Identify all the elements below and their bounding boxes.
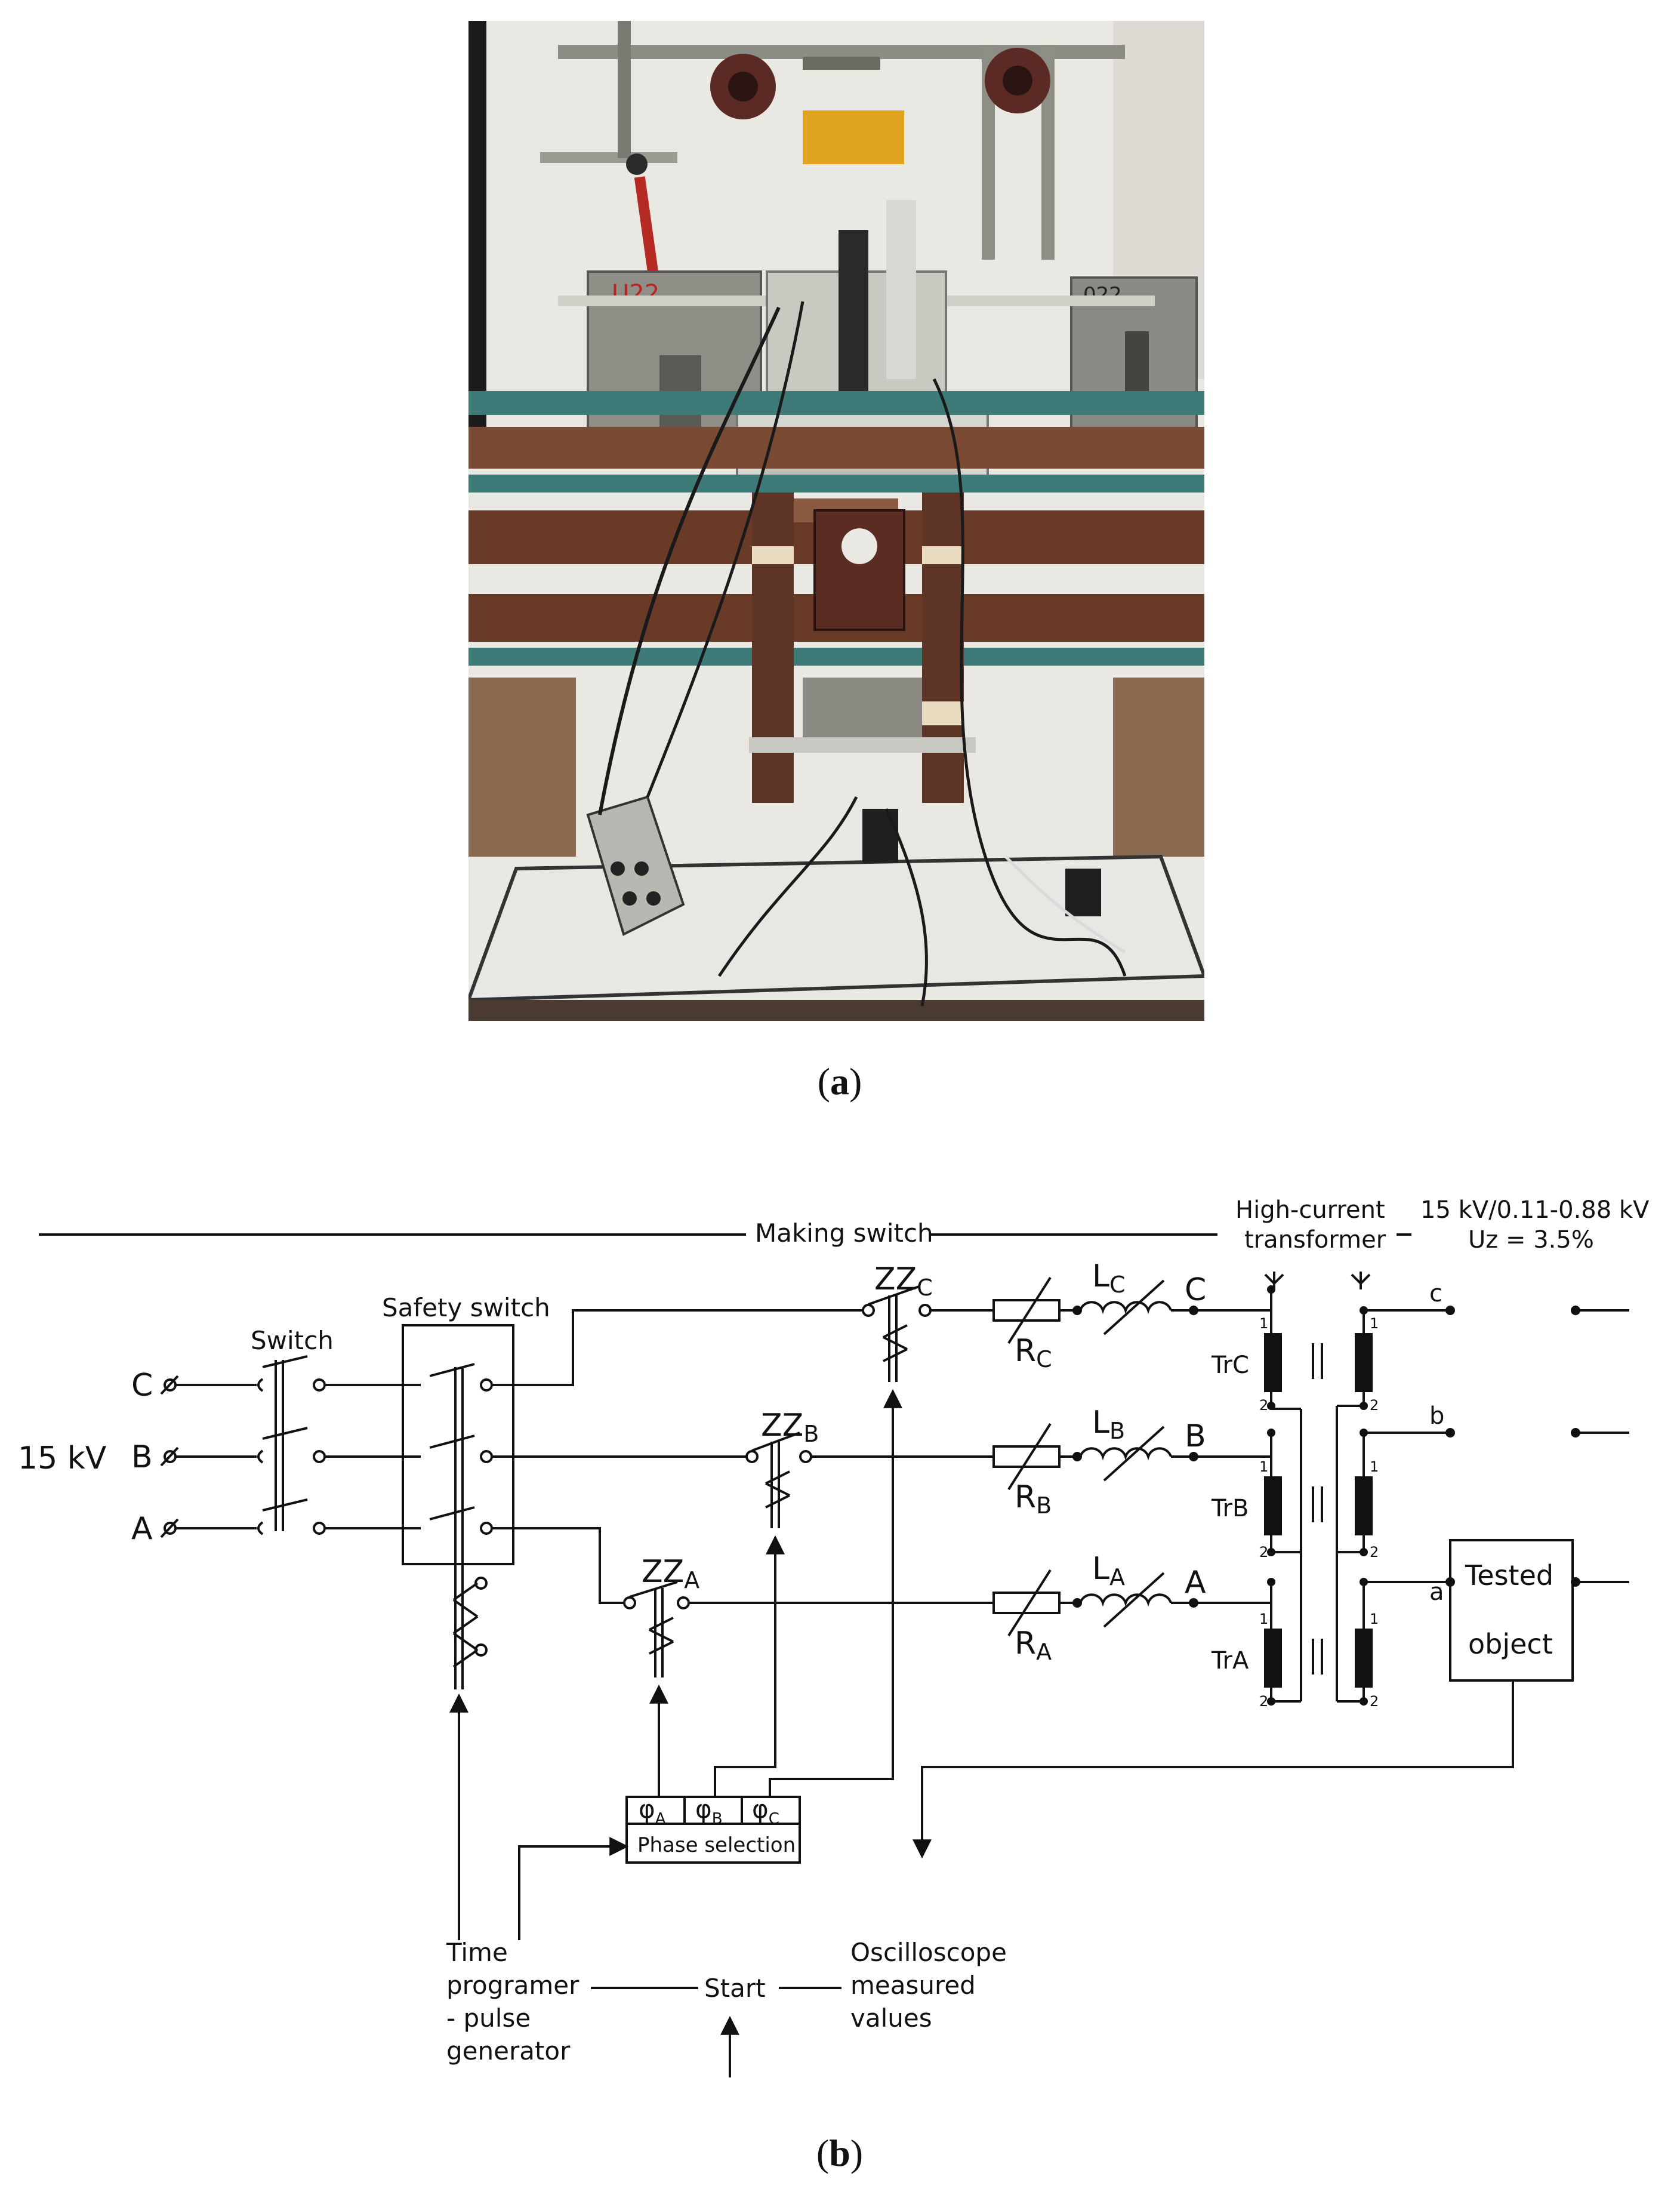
high-current-transformer-label-1: High-current (1235, 1196, 1385, 1224)
zz-b-label: ZZB (761, 1408, 819, 1447)
phi-c-label: φC (752, 1794, 779, 1828)
pin-1-primary-c: 1 (1259, 1315, 1268, 1332)
time-programer-line-1: Time (446, 1938, 508, 1967)
transformer-primary (1264, 1272, 1302, 1706)
inductor-a (1079, 1593, 1172, 1607)
caption-a: (a) (817, 1060, 862, 1103)
resistor-a-label: RA (1015, 1626, 1052, 1665)
pin-1-secondary-c: 1 (1370, 1315, 1379, 1332)
phase-selection-label: Phase selection (637, 1833, 796, 1857)
phase-selection-box (625, 1796, 801, 1864)
inductor-c (1079, 1301, 1172, 1315)
pin-2-secondary-a: 2 (1370, 1693, 1379, 1710)
phase-node-a: A (1185, 1565, 1206, 1600)
inductor-b-label: LB (1092, 1405, 1125, 1444)
start-label: Start (704, 1974, 766, 2003)
switch-symbol (175, 1355, 421, 1535)
wire-phase-a-1 (492, 1527, 624, 1604)
inductor-b (1079, 1447, 1172, 1461)
pin-1-secondary-b: 1 (1370, 1458, 1379, 1475)
pin-2-primary-a: 2 (1259, 1693, 1268, 1710)
phase-node-c: C (1185, 1272, 1206, 1308)
wire-phase-c-1 (492, 1309, 862, 1386)
zz-a-label: ZZA (642, 1554, 699, 1593)
supply-phase-a: A (131, 1511, 153, 1547)
time-programer-line-2: programer (446, 1971, 579, 2000)
circuit-svg: Making switch Switch Safety switch 15 kV… (18, 1196, 1650, 2077)
supply-terminals (160, 1375, 179, 1538)
transformer-secondary (1336, 1272, 1629, 1706)
switch-label: Switch (251, 1326, 334, 1355)
secondary-node-a: a (1429, 1578, 1444, 1606)
oscilloscope-feed-wire (913, 1680, 1514, 1859)
tested-object-box (1449, 1539, 1574, 1682)
transformer-c-label: TrC (1211, 1352, 1249, 1379)
tested-object-label-1: Tested (1465, 1559, 1553, 1592)
secondary-node-c: c (1429, 1280, 1442, 1307)
photo-test-setup: U22 022 (468, 21, 1204, 1021)
phi-b-arrow (714, 1535, 785, 1797)
pin-2-secondary-b: 2 (1370, 1544, 1379, 1560)
pin-1-primary-b: 1 (1259, 1458, 1268, 1475)
pin-1-primary-a: 1 (1259, 1611, 1268, 1627)
oscilloscope-line-1: Oscilloscope (850, 1938, 1007, 1967)
high-current-transformer-label-2: transformer (1244, 1226, 1386, 1254)
supply-voltage-label: 15 kV (18, 1440, 107, 1476)
safety-switch-label: Safety switch (382, 1293, 550, 1322)
zz-c-label: ZZC (874, 1261, 933, 1301)
pin-2-primary-c: 2 (1259, 1397, 1268, 1414)
zz-a-symbol (623, 1581, 690, 1677)
time-programer-arrow (518, 1837, 629, 1940)
secondary-node-b: b (1429, 1402, 1444, 1430)
resistor-b (992, 1445, 1061, 1468)
phi-c-arrow (769, 1389, 902, 1797)
photo-illustration: U22 022 (468, 21, 1204, 1021)
safety-switch-symbol (402, 1324, 514, 1689)
pin-1-secondary-a: 1 (1370, 1611, 1379, 1627)
ratio-label: 15 kV/0.11-0.88 kV (1420, 1196, 1650, 1224)
resistor-b-label: RB (1015, 1479, 1052, 1519)
phi-a-label: φA (639, 1794, 666, 1828)
oscilloscope-line-3: values (850, 2003, 932, 2033)
caption-b: (b) (816, 2132, 864, 2174)
tested-object-label-2: object (1468, 1628, 1553, 1660)
transformer-b-label: TrB (1211, 1495, 1249, 1522)
resistor-a (992, 1592, 1061, 1614)
circuit-diagram: Making switch Switch Safety switch 15 kV… (0, 1170, 1680, 2101)
pin-2-primary-b: 2 (1259, 1544, 1268, 1560)
resistor-c (992, 1299, 1061, 1322)
supply-phase-c: C (131, 1368, 153, 1403)
transformer-a-label: TrA (1211, 1647, 1249, 1675)
time-programer-line-3: - pulse (446, 2003, 531, 2033)
oscilloscope-line-2: measured (850, 1971, 976, 2000)
resistor-c-label: RC (1015, 1333, 1052, 1372)
making-switch-label: Making switch (755, 1218, 933, 1248)
uz-label: Uz = 3.5% (1468, 1226, 1594, 1254)
inductor-a-label: LA (1092, 1551, 1125, 1590)
time-programer-line-4: generator (446, 2036, 571, 2066)
inductor-c-label: LC (1092, 1258, 1126, 1298)
zz-b-symbol (745, 1432, 812, 1528)
phase-node-b: B (1185, 1418, 1206, 1454)
phi-b-label: φB (695, 1794, 723, 1828)
pin-2-secondary-c: 2 (1370, 1397, 1379, 1414)
zz-c-symbol (862, 1285, 932, 1382)
supply-phase-b: B (131, 1439, 153, 1475)
